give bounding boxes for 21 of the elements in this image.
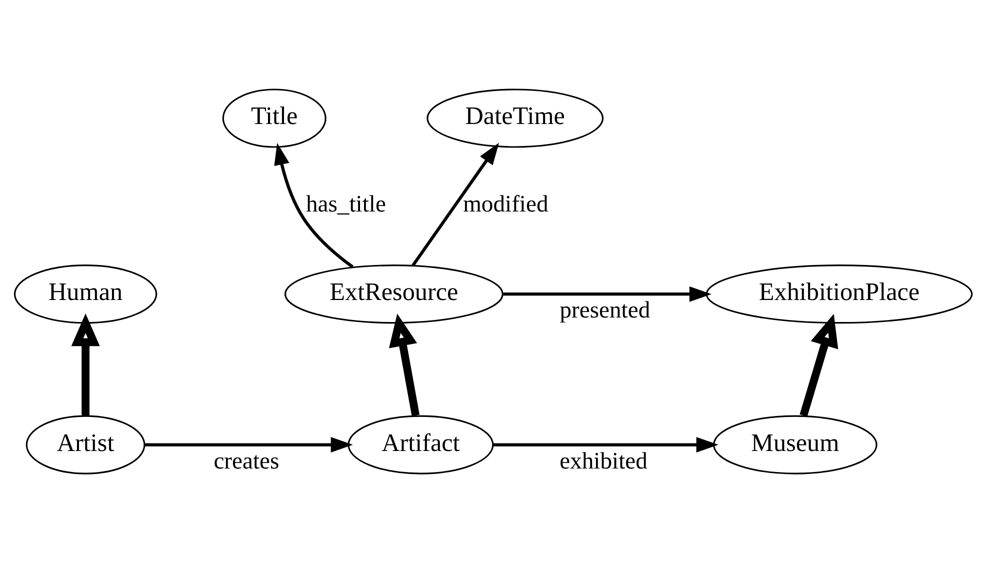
arrow: [71, 312, 100, 415]
node-ellipse: Artist: [26, 414, 146, 474]
node-ellipse: DateTime: [426, 88, 604, 148]
node-ellipse: ExtResource: [284, 264, 504, 324]
node-ellipse: Title: [222, 88, 326, 148]
arrow: [800, 313, 838, 416]
arrow: [144, 436, 353, 452]
edge-label: presented: [560, 297, 650, 324]
edge-label: creates: [214, 448, 280, 474]
node-ellipse: Artifact: [348, 414, 494, 474]
edge-label: exhibited: [560, 448, 648, 474]
node-ellipse: Human: [14, 264, 158, 324]
edge-label: has_title: [306, 191, 386, 218]
edge-label: modified: [463, 191, 548, 218]
arrow: [412, 142, 500, 266]
arrow: [274, 142, 354, 268]
arrow: [503, 286, 712, 302]
arrow: [493, 436, 718, 452]
node-ellipse: ExhibitionPlace: [706, 264, 973, 324]
node-ellipse: Museum: [712, 414, 878, 474]
arrow: [388, 313, 420, 416]
